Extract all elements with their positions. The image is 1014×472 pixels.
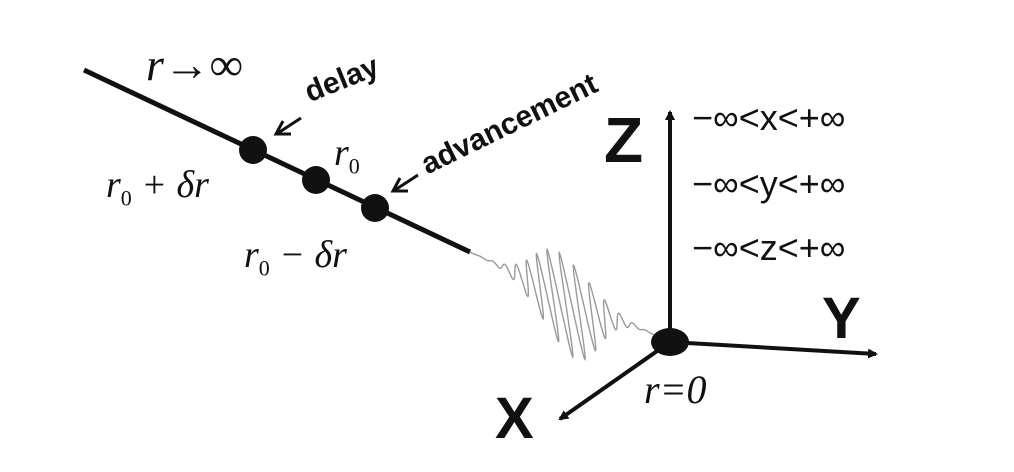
r0-minus-delta-label: r0 − δr [244,236,347,288]
r0-plus-symbol: r [106,164,121,206]
x-axis-label: X [495,386,534,451]
z-axis-label: Z [604,104,644,176]
point-r0-plus-delta [239,136,267,164]
r0-plus-delta-label: r0 + δr [106,166,209,218]
r0-symbol: r [334,132,349,174]
r0-label: r0 [334,134,360,186]
point-r0-minus-delta [361,194,389,222]
r0-minus-rest: − δr [269,234,347,276]
delay-arrow-icon [273,116,302,136]
point-r0 [302,166,330,194]
origin-text: r=0 [644,367,707,412]
advancement-arrow-icon [390,173,419,193]
r0-minus-subscript: 0 [258,255,270,281]
radial-line [82,67,472,255]
y-axis [669,340,878,359]
wave-packet [469,247,663,361]
r0-subscript: 0 [348,153,360,179]
origin-point [651,328,689,356]
y-axis-label: Y [822,286,861,351]
range-y-label: −∞<y<+∞ [692,163,846,204]
r0-minus-symbol: r [244,234,259,276]
r-infinity-label: r→∞ [146,39,243,90]
r0-plus-subscript: 0 [120,185,132,211]
range-z-label: −∞<z<+∞ [692,227,846,268]
range-x-label: −∞<x<+∞ [692,97,846,138]
r0-plus-rest: + δr [131,164,209,206]
origin-label: r=0 [644,370,707,410]
x-axis [558,340,672,421]
